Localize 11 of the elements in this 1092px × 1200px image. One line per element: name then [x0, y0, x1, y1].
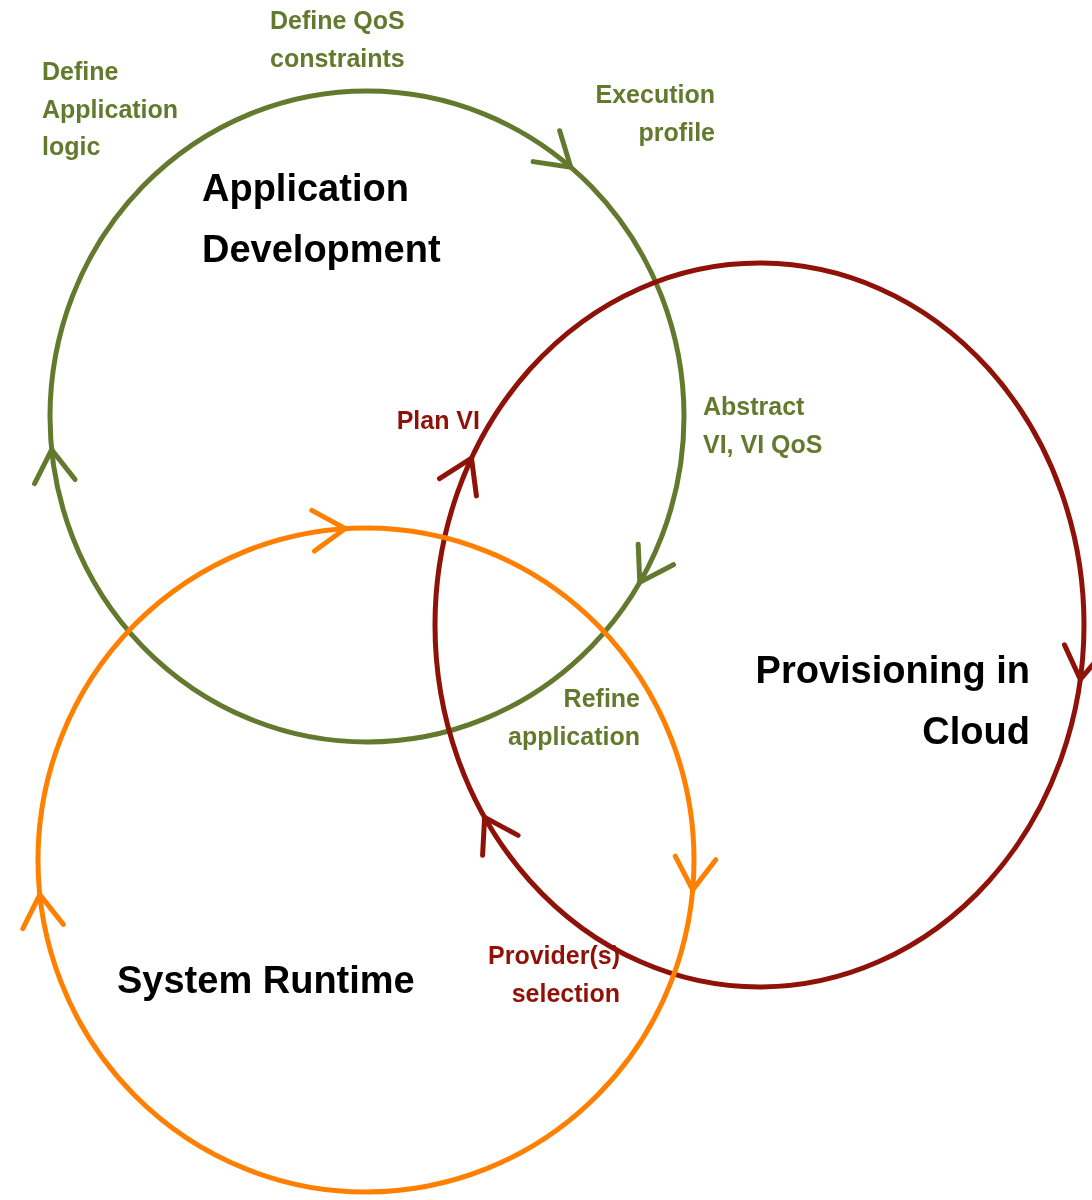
step-label: Refine application: [507, 683, 640, 752]
cycle-title: System Runtime: [117, 958, 416, 1003]
step-label: Plan VI: [395, 405, 480, 436]
step-label: Abstract VI, VI QoS: [703, 391, 824, 460]
step-label: Provider(s) selection: [487, 940, 620, 1009]
cycle-title: Application Development: [202, 166, 442, 272]
cycle-title: Provisioning in Cloud: [754, 648, 1030, 754]
step-label: Define QoS constraints: [270, 5, 406, 74]
step-label: Define Application logic: [42, 56, 180, 162]
cycle-circle: [35, 525, 697, 1195]
step-label: Execution profile: [594, 79, 715, 148]
